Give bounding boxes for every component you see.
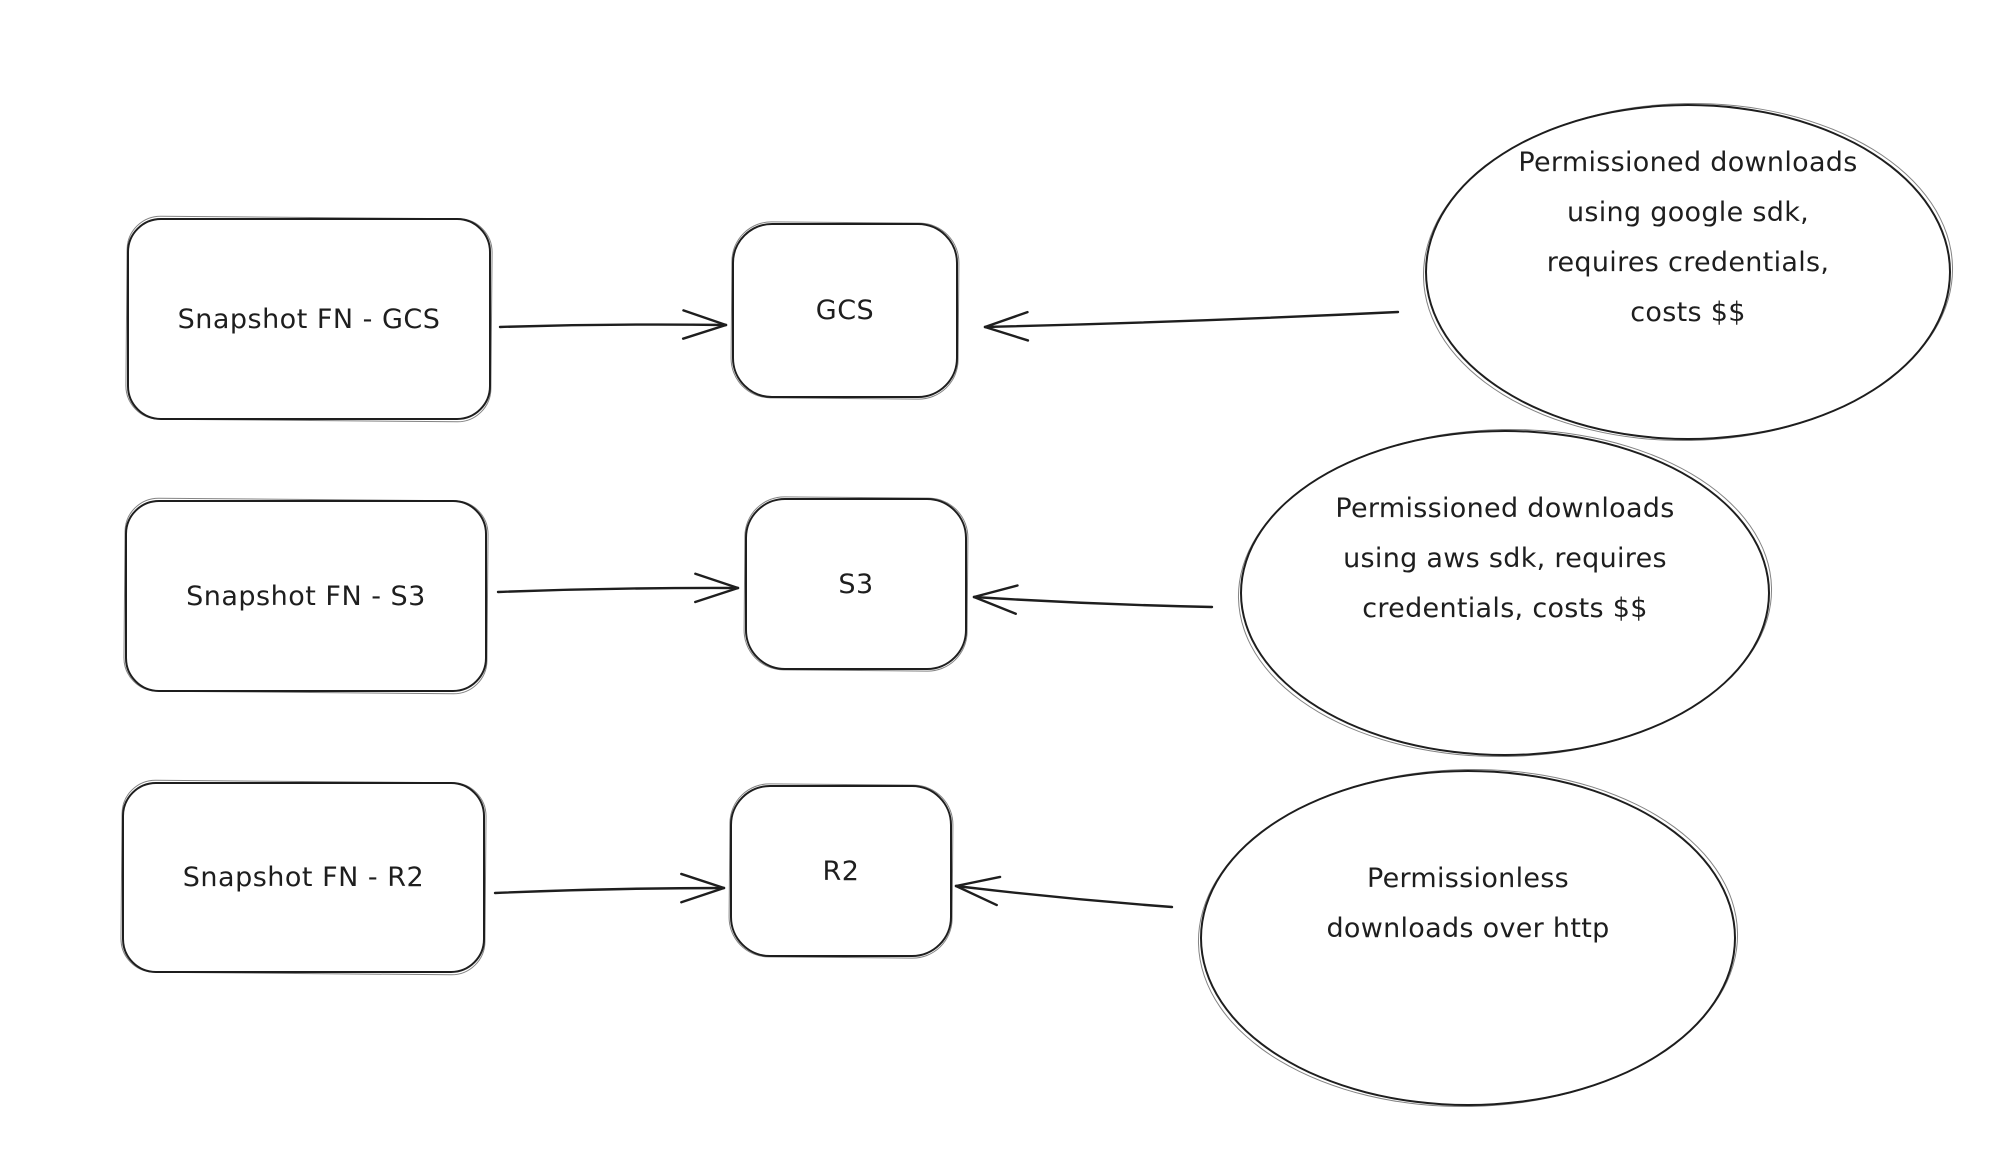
note-line: costs $$ <box>1630 297 1746 328</box>
source-node-snapshot-fn-gcs: Snapshot FN - GCS <box>127 218 491 420</box>
source-node-label: Snapshot FN - GCS <box>177 303 441 335</box>
arrow-r2-note-to-store <box>954 875 1174 909</box>
note-text: Permissionless downloads over http <box>1326 854 1609 954</box>
arrow-s3-source-to-store <box>496 572 740 604</box>
note-line: downloads over http <box>1326 913 1610 944</box>
note-line: requires credentials, <box>1546 247 1830 278</box>
note-ellipse-gcs: Permissioned downloads using google sdk,… <box>1425 104 1951 440</box>
note-text: Permissioned downloads using google sdk,… <box>1518 138 1857 338</box>
source-node-snapshot-fn-r2: Snapshot FN - R2 <box>122 782 485 973</box>
note-line: Permissionless <box>1366 863 1570 894</box>
source-node-label: Snapshot FN - S3 <box>186 580 426 612</box>
store-node-r2: R2 <box>730 785 952 957</box>
note-line: Permissioned downloads <box>1335 493 1675 524</box>
store-node-s3: S3 <box>745 498 967 670</box>
arrow-r2-source-to-store <box>493 872 726 904</box>
arrow-s3-note-to-store <box>972 584 1214 615</box>
note-ellipse-s3: Permissioned downloads using aws sdk, re… <box>1240 430 1770 756</box>
store-node-label: GCS <box>815 295 875 326</box>
note-line: using google sdk, <box>1566 197 1810 228</box>
note-text: Permissioned downloads using aws sdk, re… <box>1335 484 1674 634</box>
store-node-label: R2 <box>822 855 860 887</box>
note-line: using aws sdk, requires <box>1343 543 1667 574</box>
arrow-gcs-source-to-store <box>498 309 728 340</box>
arrow-gcs-note-to-store <box>983 310 1400 342</box>
store-node-gcs: GCS <box>732 223 958 398</box>
note-line: Permissioned downloads <box>1518 147 1858 178</box>
store-node-label: S3 <box>838 568 874 600</box>
source-node-snapshot-fn-s3: Snapshot FN - S3 <box>125 500 487 692</box>
note-line: credentials, costs $$ <box>1362 593 1648 624</box>
note-ellipse-r2: Permissionless downloads over http <box>1200 770 1736 1106</box>
source-node-label: Snapshot FN - R2 <box>182 862 425 893</box>
